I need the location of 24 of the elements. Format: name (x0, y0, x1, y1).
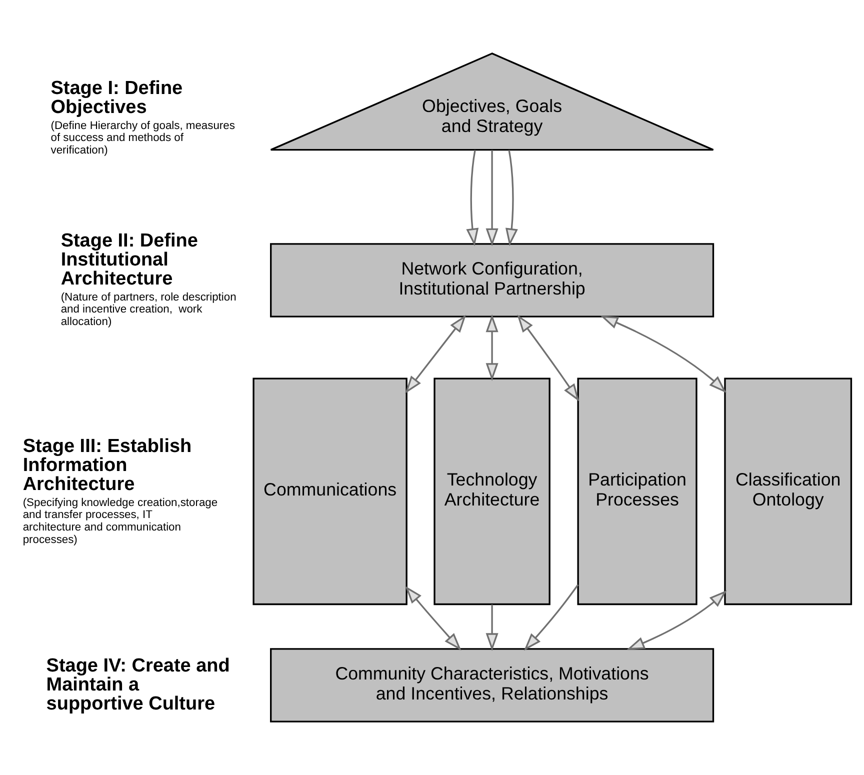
arrow (486, 150, 498, 246)
node-box: Community Characteristics, Motivations and Incentives, Relationships (270, 648, 714, 722)
arrow (405, 314, 466, 394)
node-box: Communications (252, 378, 408, 606)
label: Stage I: Define Objectives (50, 78, 183, 118)
arrow (626, 590, 727, 650)
label: Stage II: Define Institutional Architecture (60, 230, 198, 290)
arrow (486, 604, 498, 652)
node-box: Technology Architecture (434, 378, 550, 606)
arrow (466, 150, 479, 246)
label: (Specifying knowledge creation,storage and transfer processes, IT architecture and communication processes) (22, 496, 218, 546)
node-box: Classification Ontology (724, 378, 852, 606)
label: Stage III: Establish Information Architecture (22, 436, 192, 495)
label: Stage IV: Create and Maintain a supportive Culture (46, 655, 230, 714)
node-box: Participation Processes (577, 378, 698, 606)
label: (Nature of partners, role description and incentive creation, work allocation) (60, 291, 236, 328)
arrow (517, 314, 580, 402)
arrow (505, 150, 518, 246)
arrow (524, 584, 579, 651)
label: (Define Hierarchy of goals, measures of success and methods of verification) (50, 120, 235, 156)
arrow (405, 586, 462, 651)
arrow (486, 314, 498, 382)
node-box: Network Configuration, Institutional Partnership (270, 243, 714, 318)
arrow (600, 316, 726, 393)
